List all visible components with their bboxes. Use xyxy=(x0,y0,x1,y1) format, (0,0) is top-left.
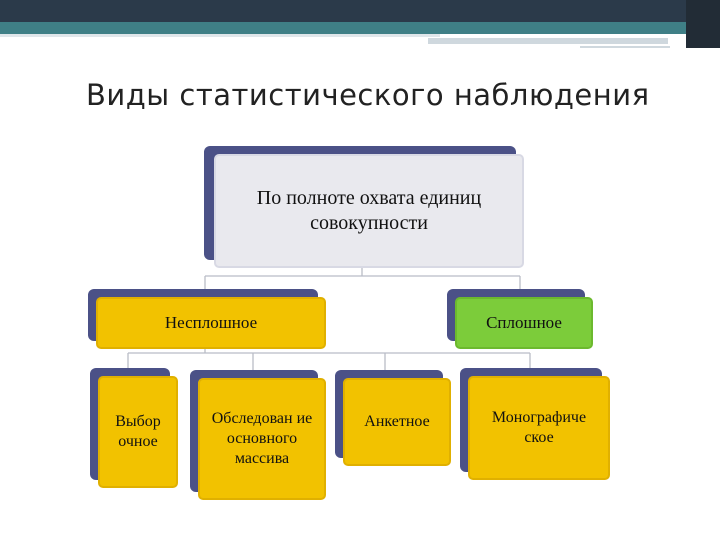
top-band-line xyxy=(580,46,670,48)
leaf-node-label: Монографиче ское xyxy=(491,409,587,446)
branch-node-sploshnoe: Сплошное xyxy=(447,289,593,349)
root-node-label: По полноте охвата единиц совокупности xyxy=(256,187,482,234)
top-band-line xyxy=(0,34,440,37)
leaf-node-anketnoe: Анкетное xyxy=(335,370,451,466)
branch-node-label: Несплошное xyxy=(164,313,258,333)
leaf-node-obsledovanie: Обследован ие основного массива xyxy=(190,370,326,500)
branch-node-label: Сплошное xyxy=(486,313,562,333)
slide-title: Виды статистического наблюдения xyxy=(86,78,650,112)
root-node: По полноте охвата единиц совокупности xyxy=(204,146,524,268)
top-band-dark xyxy=(0,0,720,22)
top-band-line xyxy=(428,38,668,44)
leaf-node-monograficheskoe: Монографиче ское xyxy=(460,368,610,480)
leaf-node-label: Выбор очное xyxy=(115,413,161,450)
leaf-node-label: Обследован ие основного массива xyxy=(211,410,313,467)
top-band-corner xyxy=(686,0,720,48)
leaf-node-label: Анкетное xyxy=(364,413,430,430)
branch-node-nesploshnoe: Несплошное xyxy=(88,289,326,349)
leaf-node-vyborochnoe: Выбор очное xyxy=(90,368,178,488)
top-band-teal xyxy=(0,22,720,34)
